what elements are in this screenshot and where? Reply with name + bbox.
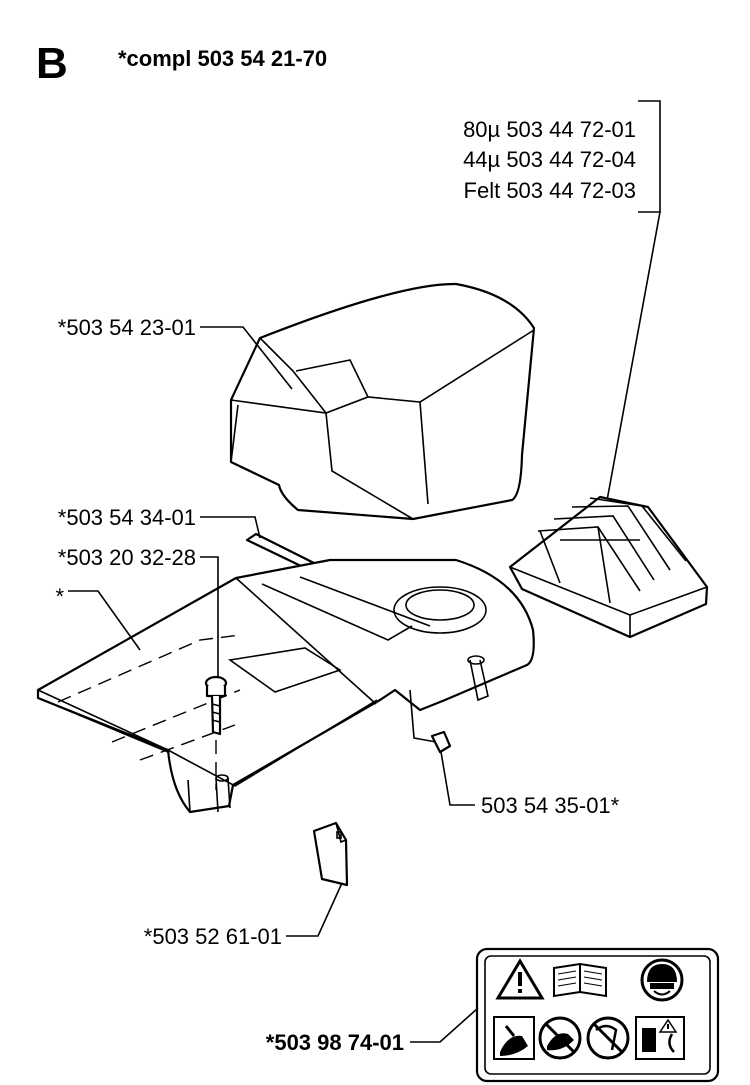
filter-option-felt: Felt 503 44 72-03 bbox=[464, 178, 636, 203]
screw-label: *503 20 32-28 bbox=[58, 545, 196, 570]
plate-label: *503 52 61-01 bbox=[144, 924, 282, 949]
no-one-hand-icon bbox=[538, 1016, 582, 1060]
base-label: * bbox=[55, 584, 64, 609]
plate-part bbox=[312, 821, 349, 887]
safety-helmet-icon bbox=[640, 958, 684, 1002]
base-plate-part bbox=[36, 558, 535, 814]
cover-leader bbox=[200, 326, 293, 390]
filter-leader bbox=[605, 211, 661, 507]
decal-leader bbox=[410, 1007, 479, 1043]
section-letter: B bbox=[36, 39, 68, 88]
warning-triangle-icon bbox=[495, 958, 545, 1000]
gasket-leader bbox=[200, 516, 261, 539]
filter-cover-part bbox=[229, 282, 536, 521]
clip-leader bbox=[440, 751, 475, 806]
filter-bracket bbox=[638, 100, 661, 213]
base-leader bbox=[68, 590, 141, 651]
no-tip-contact-icon bbox=[586, 1016, 630, 1060]
chain-brake-icon bbox=[635, 1016, 685, 1060]
assembly-number: *compl 503 54 21-70 bbox=[118, 46, 327, 71]
clip-part bbox=[430, 730, 452, 754]
filter-option-80: 80µ 503 44 72-01 bbox=[463, 117, 636, 142]
screw-leader bbox=[200, 556, 219, 678]
filter-options-group: 80µ 503 44 72-01 44µ 503 44 72-04 Felt 5… bbox=[463, 100, 661, 507]
decal-label: *503 98 74-01 bbox=[266, 1030, 404, 1055]
clip-label: 503 54 35-01* bbox=[481, 793, 620, 818]
screw-part bbox=[204, 675, 228, 790]
cover-label: *503 54 23-01 bbox=[58, 315, 196, 340]
kickback-hand-icon bbox=[493, 1016, 535, 1060]
air-filter-part bbox=[508, 495, 709, 639]
plate-leader bbox=[286, 882, 343, 937]
filter-option-44: 44µ 503 44 72-04 bbox=[463, 147, 636, 172]
warning-decal bbox=[475, 947, 720, 1083]
gasket-label: *503 54 34-01 bbox=[58, 505, 196, 530]
open-book-icon bbox=[553, 962, 607, 998]
